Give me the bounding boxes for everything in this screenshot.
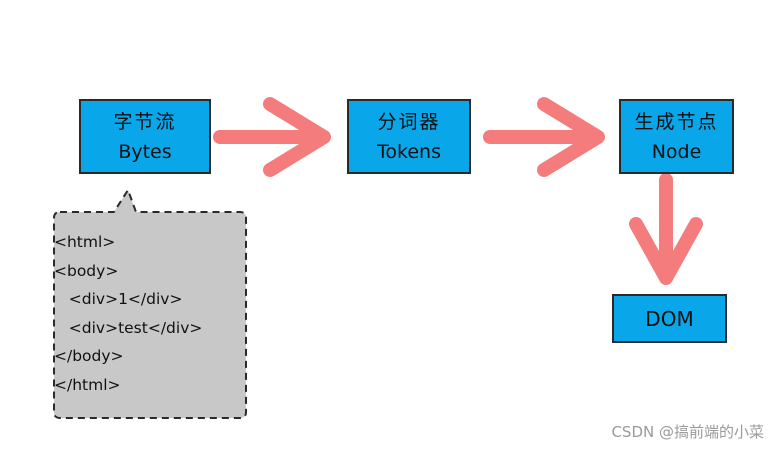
code-line: <body> — [54, 261, 119, 280]
watermark: CSDN @搞前端的小菜 — [611, 423, 764, 441]
node-node-title: 生成节点 — [634, 110, 719, 133]
node-bytes-label: Bytes — [118, 140, 172, 163]
code-line: <div>1</div> — [54, 290, 183, 309]
code-line: <div>test</div> — [54, 318, 203, 337]
code-line: <html> — [54, 233, 116, 251]
node-dom-label: DOM — [645, 306, 694, 331]
node-node: 生成节点 Node — [619, 99, 734, 174]
node-bytes-title: 字节流 — [113, 110, 177, 133]
arrow-bytes-to-tokens — [213, 97, 331, 177]
arrow-tokens-to-node — [483, 97, 605, 177]
node-tokens-label: Tokens — [377, 140, 441, 163]
node-bytes: 字节流 Bytes — [79, 99, 211, 174]
node-tokens-title: 分词器 — [377, 110, 441, 133]
node-dom: DOM — [612, 294, 727, 343]
arrow-node-to-dom — [629, 173, 703, 285]
code-line: </html> — [54, 375, 121, 394]
code-callout-text: <html> <body> <div>1</div> <div>test</di… — [54, 228, 202, 400]
node-tokens: 分词器 Tokens — [347, 99, 471, 174]
code-line: </body> — [54, 347, 124, 366]
node-node-label: Node — [651, 140, 702, 163]
